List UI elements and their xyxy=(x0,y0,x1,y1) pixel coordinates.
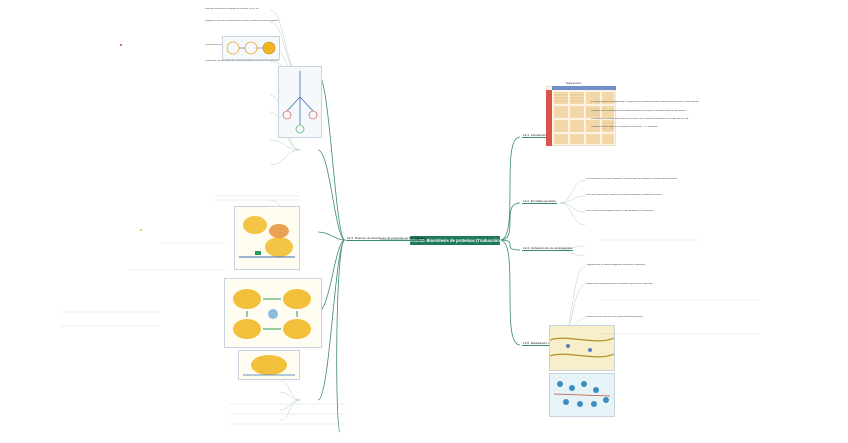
table-grid xyxy=(545,85,617,147)
diagram-termination xyxy=(238,350,300,380)
root-topic[interactable]: Tema 12. Biosíntesis de proteínas (Tradu… xyxy=(407,236,503,245)
micrograph-ribosomes xyxy=(549,373,615,417)
leaf-left-4: Terminación: reconocimiento del codón de… xyxy=(205,60,279,62)
leaf-red-note xyxy=(120,44,123,47)
leaf-maduracion-2: Modificaciones postraduccionales: fosfor… xyxy=(586,283,654,285)
leaf-intro-1: El código genético está degenerado: la m… xyxy=(591,101,700,103)
diagram-elongation-cycle xyxy=(224,278,322,348)
leaf-intro-3: Los codones de iniciación de la traducci… xyxy=(591,118,689,120)
micrograph-membrane xyxy=(549,325,615,371)
branch-introduccion[interactable]: 12.1. Introducción xyxy=(522,133,549,138)
branch-activacion[interactable]: 12.3. Activación de los aminoácidos xyxy=(522,246,574,251)
leaf-maduracion-3: Eliminación de secuencias señal y proces… xyxy=(586,316,644,318)
leaf-maduracion-1: Plegamiento de la cadena polipeptídica a… xyxy=(586,264,646,266)
leaf-activacion-1: Los aminoácidos se activan uniéndose a s… xyxy=(586,178,678,180)
branch-codigo-genetico[interactable]: 12.2. El código genético xyxy=(522,199,558,204)
leaf-yellow-note xyxy=(140,229,143,232)
branch-maduracion[interactable]: 12.5. Maduración de las proteínas xyxy=(522,341,571,346)
branch-procariotas[interactable]: 12.4. Proceso de biosíntesis de proteína… xyxy=(346,236,426,241)
diagram-initiation-complex xyxy=(234,206,300,270)
diagram-ribosome-subunits xyxy=(222,36,280,60)
leaf-activacion-3: El ARNt actúa como adaptador entre el co… xyxy=(586,210,654,212)
leaf-intro-4: La traducción tiene lugar en los ribosom… xyxy=(591,126,659,128)
red-marker-icon xyxy=(120,44,123,47)
leaf-intro-2: Se define como la secuencia de nucleótid… xyxy=(591,110,687,112)
yellow-marker-icon xyxy=(140,229,143,232)
leaf-left-1: Iniciación: formación del complejo de in… xyxy=(205,8,259,10)
leaf-left-2: Elongación: unión del aminoacil-ARNt al … xyxy=(205,20,280,22)
leaf-activacion-2: Reacción en dos etapas: formación de ami… xyxy=(586,194,663,196)
diagram-trna-structure xyxy=(278,66,322,138)
table-title: Segunda letra xyxy=(566,82,581,85)
genetic-code-table: Segunda letra xyxy=(545,82,617,147)
